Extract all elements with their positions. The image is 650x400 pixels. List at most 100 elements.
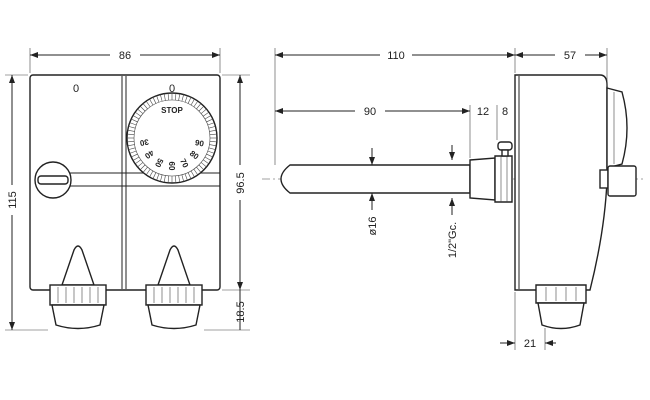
dial-tick <box>207 122 215 126</box>
dial-tick <box>132 156 140 161</box>
dial-tick <box>209 141 217 143</box>
dial-tick <box>134 159 142 165</box>
svg-text:21: 21 <box>524 338 536 350</box>
dial-tick <box>202 111 210 117</box>
dial-tick <box>128 126 136 129</box>
dial-tick <box>129 122 137 126</box>
dial-tick <box>209 133 217 135</box>
dial-tick <box>160 174 163 182</box>
dial-tick <box>208 126 216 129</box>
dial-tick <box>156 95 160 103</box>
dial-tick <box>163 175 166 183</box>
dial-tick <box>198 105 205 112</box>
side-view: 110 57 90 12 8 ø16 1/2"Gc. <box>262 48 645 350</box>
dial-tick <box>196 166 202 173</box>
cable-gland-side <box>535 284 587 304</box>
dial-tick <box>127 141 135 143</box>
dial-tick <box>163 93 166 101</box>
dial-ticks <box>127 93 217 183</box>
housing-side <box>514 74 608 291</box>
dial-tick <box>178 175 181 183</box>
dial-tick <box>200 162 207 168</box>
nut <box>494 155 513 203</box>
dial-tick <box>181 94 184 102</box>
dial-tick <box>127 144 135 147</box>
dial-tick <box>139 164 146 171</box>
dial-tick <box>190 98 195 106</box>
dimension-knob-height: 18.5 <box>235 301 247 322</box>
dial-tick <box>208 147 216 150</box>
switch-mark-left: 0 <box>73 83 79 95</box>
dial-tick <box>193 100 199 108</box>
dimension-fitting-length: 12 <box>477 106 489 118</box>
dimension-thread: 1/2"Gc. <box>447 145 459 258</box>
lock-icon <box>34 161 72 199</box>
dial-tick <box>160 94 163 102</box>
dial-scale-label: 50 <box>153 157 165 169</box>
dial-tick <box>139 105 146 112</box>
probe-sheath <box>280 164 471 194</box>
dial-tick <box>190 170 195 178</box>
dial-tick <box>184 95 188 103</box>
thread-fitting <box>469 157 496 201</box>
dial-tick <box>206 118 213 123</box>
dial-scale-label: 60 <box>167 162 176 171</box>
dimension-height: 115 <box>5 74 48 331</box>
switch-mark-right: 0 <box>169 83 175 95</box>
svg-text:115: 115 <box>7 191 19 209</box>
dial-tick <box>156 173 160 181</box>
dial-tick <box>198 164 205 171</box>
svg-text:57: 57 <box>564 50 576 62</box>
dial-tick <box>127 133 135 135</box>
dial-tick <box>187 172 192 179</box>
dial-tick <box>209 129 217 132</box>
dial-scale-label: 90 <box>194 138 205 149</box>
dimension-body-height: 96.5 18.5 <box>204 74 250 331</box>
dial-tick <box>175 93 177 101</box>
dial-tick <box>207 150 215 154</box>
dial-tick <box>167 175 169 183</box>
dial-tick <box>193 168 199 176</box>
dial-tick <box>206 153 213 158</box>
lock-side <box>599 169 609 189</box>
dimension-depth: 57 <box>515 48 608 86</box>
dial-tick <box>131 153 138 158</box>
cable-gland-left <box>49 245 107 330</box>
dial-tick <box>200 108 207 114</box>
cable-gland-right <box>145 245 203 330</box>
dial-tick <box>178 93 181 101</box>
dial-scale-label: 70 <box>178 157 190 169</box>
dial-tick <box>152 172 157 179</box>
dial-tick <box>142 166 148 173</box>
svg-text:86: 86 <box>119 50 131 62</box>
svg-text:110: 110 <box>387 50 405 62</box>
lock-screw <box>497 141 513 151</box>
dial-tick <box>129 150 137 154</box>
dial-tick <box>187 97 192 104</box>
dial-tick <box>202 159 210 165</box>
dial-tick <box>204 115 212 120</box>
dial-knob-side[interactable] <box>606 87 628 169</box>
dimension-knob-offset: 21 <box>500 292 556 350</box>
dimension-probe-length: 90 12 8 <box>275 105 508 158</box>
dial-tick <box>152 97 157 104</box>
dial-tick <box>149 170 154 178</box>
dial-tick <box>132 115 140 120</box>
dial-tick <box>184 173 188 181</box>
svg-text:ø16: ø16 <box>367 217 379 236</box>
svg-text:90: 90 <box>364 106 376 118</box>
dimension-probe-diameter: ø16 <box>367 148 379 235</box>
dial-scale-label: 30 <box>139 137 150 148</box>
dial-tick <box>196 103 202 110</box>
dimension-total-length: 110 <box>274 48 516 165</box>
dial-tick <box>131 118 138 123</box>
dial-tick <box>137 162 144 168</box>
dial-stop-label: STOP <box>161 106 183 115</box>
dial-tick <box>142 103 148 110</box>
dimension-width: 86 <box>29 48 221 73</box>
dial-tick <box>149 98 154 106</box>
